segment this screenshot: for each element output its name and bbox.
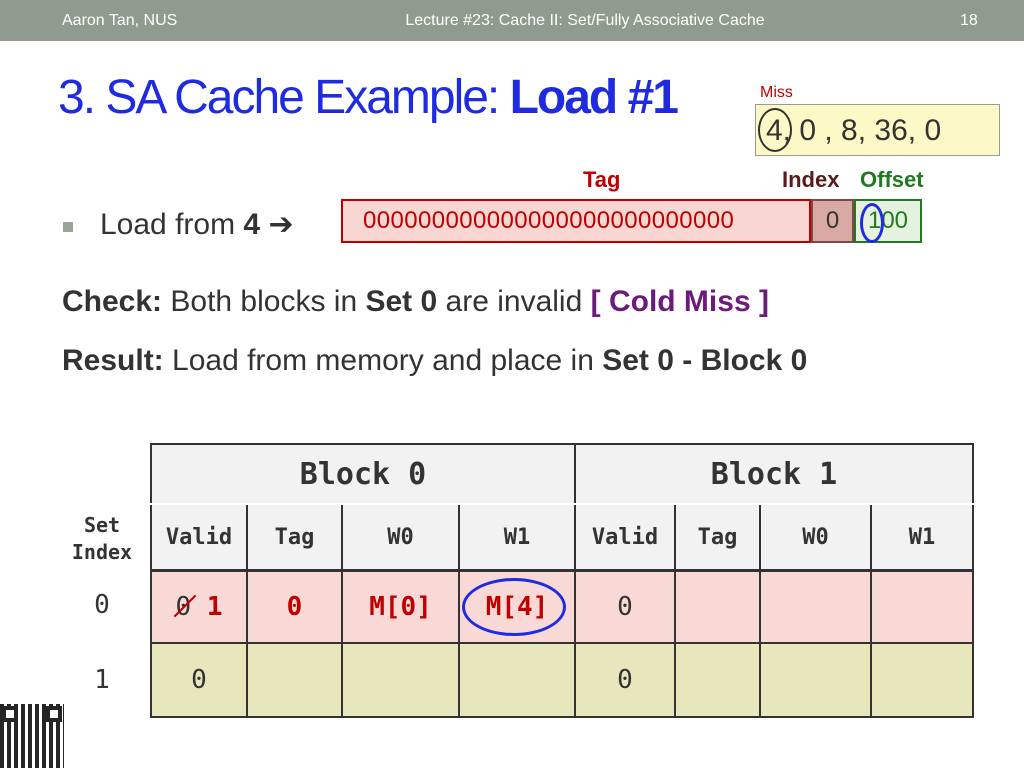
set0-b1-valid: 0: [574, 569, 676, 644]
check-label: Check:: [62, 285, 163, 318]
offset-highlight-circle: [860, 203, 884, 243]
set1-b1-tag: [674, 642, 761, 718]
cache-table: Block 0 Block 1 Valid Tag W0 W1 Valid Ta…: [150, 443, 974, 718]
col-w1-b1: W1: [870, 503, 974, 572]
header-page-number: 18: [960, 12, 978, 29]
qr-code-icon: [0, 704, 64, 768]
col-valid-b0: Valid: [150, 503, 248, 572]
set0-b0-valid: 0 1: [150, 569, 248, 644]
set0-b0-tag: 0: [246, 569, 343, 644]
check-line: Check: Both blocks in Set 0 are invalid …: [62, 285, 769, 319]
col-tag-b1: Tag: [674, 503, 761, 572]
load-address: 4: [243, 208, 261, 241]
m4-highlight-circle: [462, 578, 566, 636]
set0-b0-w0: M[0]: [341, 569, 460, 644]
set0-b1-tag: [674, 569, 761, 644]
set1-b0-w0: [341, 642, 460, 718]
col-valid-b1: Valid: [574, 503, 676, 572]
set0-b1-w1: [870, 569, 974, 644]
offset-label: Offset: [860, 167, 924, 192]
col-w0-b0: W0: [341, 503, 460, 572]
set1-b0-tag: [246, 642, 343, 718]
set0-b1-w0: [759, 569, 872, 644]
set1-b0-valid: 0: [150, 642, 248, 718]
check-text-1: Both blocks in: [162, 285, 366, 318]
current-access-circle: [758, 108, 792, 152]
set-index-0: 0: [94, 590, 110, 620]
valid-old-struck: 0: [175, 592, 192, 622]
miss-label: Miss: [760, 84, 793, 101]
address-index-bit: 0: [811, 199, 854, 243]
col-tag-b0: Tag: [246, 503, 343, 572]
col-w1-b0: W1: [458, 503, 576, 572]
result-target: Set 0 - Block 0: [602, 344, 808, 377]
access-sequence-box: 4, 0 , 8, 36, 0: [755, 104, 1000, 156]
check-set: Set 0: [365, 285, 438, 318]
load-bullet: Load from 4 ➔: [100, 207, 294, 242]
set1-b0-w1: [458, 642, 576, 718]
header-lecture-title: Lecture #23: Cache II: Set/Fully Associa…: [405, 12, 765, 29]
set-index-1: 1: [94, 665, 110, 695]
col-w0-b1: W0: [759, 503, 872, 572]
load-text: Load from: [100, 208, 244, 241]
access-sequence: 4, 0 , 8, 36, 0: [766, 114, 942, 147]
cold-miss-tag: [ Cold Miss ]: [590, 285, 769, 318]
result-text: Load from memory and place in: [163, 344, 603, 377]
bullet-square-icon: [63, 222, 73, 232]
index-label: Index: [782, 167, 840, 192]
set1-b1-w1: [870, 642, 974, 718]
result-label: Result:: [62, 344, 164, 377]
block-0-header: Block 0: [150, 443, 576, 505]
header-author: Aaron Tan, NUS: [62, 12, 178, 29]
valid-new: 1: [206, 592, 223, 622]
slide-header: Aaron Tan, NUS Lecture #23: Cache II: Se…: [0, 0, 1024, 41]
check-text-2: are invalid: [437, 285, 591, 318]
arrow-right-icon: ➔: [268, 208, 294, 241]
title-plain: 3. SA Cache Example:: [58, 71, 510, 124]
set1-b1-valid: 0: [574, 642, 676, 718]
address-tag-bits: 000000000000000000000000000: [341, 199, 811, 243]
result-line: Result: Load from memory and place in Se…: [62, 344, 807, 378]
slide-title: 3. SA Cache Example: Load #1: [58, 70, 679, 125]
set1-b1-w0: [759, 642, 872, 718]
block-1-header: Block 1: [574, 443, 974, 505]
tag-label: Tag: [583, 167, 621, 192]
title-bold: Load #1: [509, 71, 679, 124]
